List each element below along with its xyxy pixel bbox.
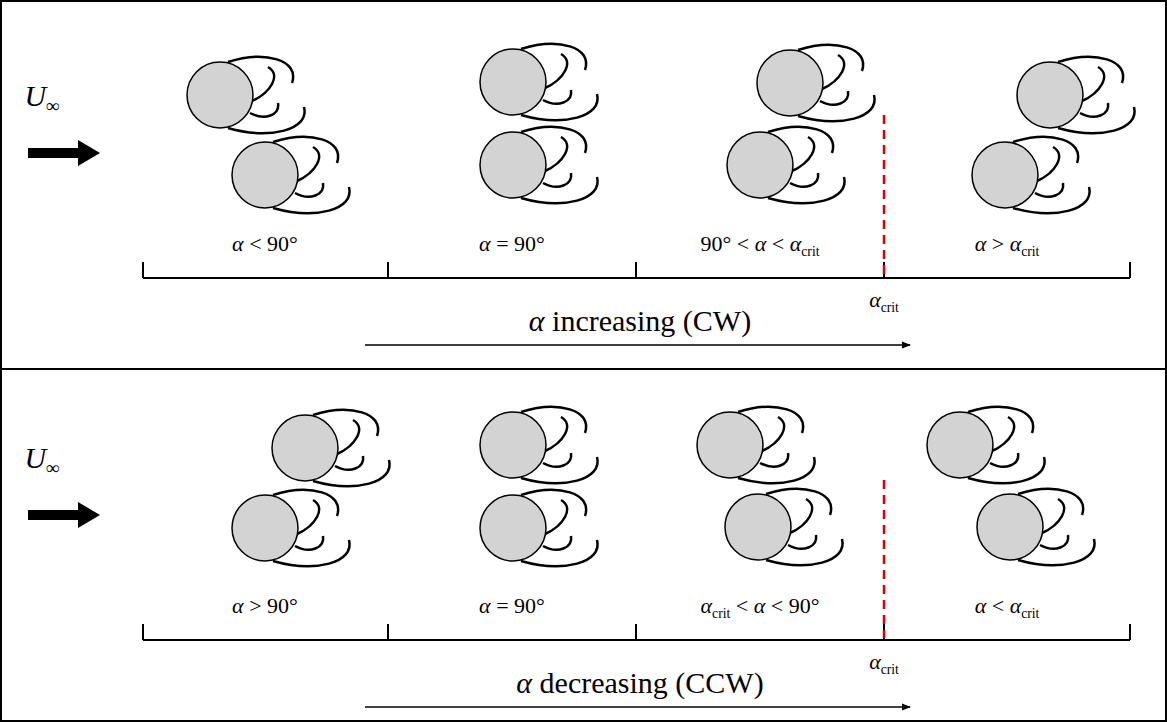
vortex-curve: [543, 453, 571, 467]
bracket-tick: [387, 262, 389, 278]
vortex-curve: [543, 536, 571, 550]
vortex-curve: [543, 90, 571, 104]
direction-label: α increasing (CW): [529, 304, 751, 337]
vortex-curve: [760, 453, 788, 467]
vortex-curve: [337, 420, 359, 454]
direction-arrow: [365, 344, 910, 346]
bracket-tick: [142, 262, 144, 278]
freestream-label: U∞: [25, 79, 60, 112]
vortex-curve: [295, 183, 323, 197]
vortex-curve: [1082, 67, 1104, 101]
bracket-tick: [387, 624, 389, 640]
vortex-curve: [1080, 103, 1108, 117]
critical-angle-label: αcrit: [869, 288, 899, 312]
direction-arrow: [365, 706, 910, 708]
vortex-curve: [1035, 183, 1063, 197]
cylinder: [977, 494, 1043, 560]
cylinder: [727, 132, 793, 198]
cylinder: [480, 49, 546, 115]
angle-range: 90° < α < αcrit: [701, 232, 820, 256]
angle-range: α = 90°: [479, 232, 545, 256]
angle-range: α > 90°: [232, 594, 298, 618]
direction-label: α decreasing (CCW): [516, 666, 763, 699]
vortex-curve: [545, 500, 567, 534]
panel-frame: [1, 369, 1166, 721]
vortex-curve: [820, 91, 848, 105]
cylinder: [232, 142, 298, 208]
vortex-curve: [297, 500, 319, 534]
angle-range: α < 90°: [232, 232, 298, 256]
critical-angle-label: αcrit: [869, 650, 899, 674]
cylinder: [232, 495, 298, 561]
bracket-tick: [142, 624, 144, 640]
panel-frame: [1, 1, 1166, 369]
freestream-arrow: [28, 140, 100, 166]
angle-range: α < αcrit: [975, 594, 1040, 618]
critical-line: [883, 480, 886, 638]
angle-range: α = 90°: [479, 594, 545, 618]
freestream-arrow: [28, 502, 100, 528]
bracket-tick: [1129, 624, 1131, 640]
bracket-tick: [635, 624, 637, 640]
vortex-curve: [252, 67, 274, 101]
bracket-tick: [635, 262, 637, 278]
vortex-curve: [297, 147, 319, 181]
cylinder: [927, 412, 993, 478]
vortex-curve: [543, 173, 571, 187]
angle-range: αcrit < α < 90°: [701, 594, 820, 618]
cylinder: [187, 62, 253, 128]
vortex-curve: [250, 103, 278, 117]
vortex-curve: [545, 54, 567, 88]
cylinder: [1017, 62, 1083, 128]
cylinder: [757, 50, 823, 116]
vortex-curve: [990, 453, 1018, 467]
vortex-curve: [790, 499, 812, 533]
vortex-curve: [545, 137, 567, 171]
vortex-curve: [545, 417, 567, 451]
critical-line: [883, 115, 886, 276]
freestream-label: U∞: [25, 441, 60, 474]
vortex-curve: [992, 417, 1014, 451]
vortex-curve: [762, 417, 784, 451]
vortex-curve: [335, 456, 363, 470]
angle-range: α > αcrit: [975, 232, 1040, 256]
cylinder: [272, 415, 338, 481]
vortex-curve: [1042, 499, 1064, 533]
vortex-curve: [1037, 147, 1059, 181]
vortex-curve: [295, 536, 323, 550]
cylinder: [480, 132, 546, 198]
vortex-curve: [788, 535, 816, 549]
cylinder: [725, 494, 791, 560]
vortex-curve: [790, 173, 818, 187]
vortex-curve: [1040, 535, 1068, 549]
cylinder: [480, 412, 546, 478]
bracket-tick: [1129, 262, 1131, 278]
cylinder: [480, 495, 546, 561]
vortex-curve: [822, 55, 844, 89]
cylinder: [697, 412, 763, 478]
cylinder: [972, 142, 1038, 208]
vortex-curve: [792, 137, 814, 171]
